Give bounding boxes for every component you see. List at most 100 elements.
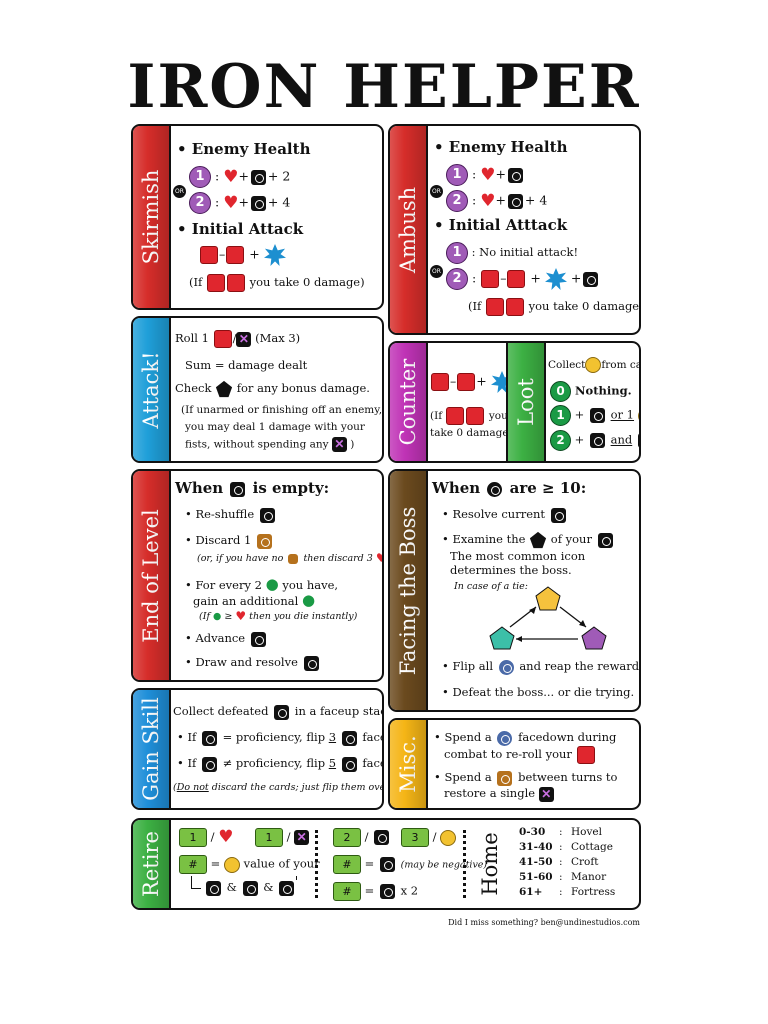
home-range: 61+ xyxy=(519,886,543,898)
home-range: 51-60 xyxy=(519,871,553,883)
sep: : xyxy=(559,841,563,853)
slash: / xyxy=(364,829,369,844)
coin-icon xyxy=(585,357,602,373)
attack-tab-label: Attack! xyxy=(139,350,163,429)
die-icon xyxy=(206,274,225,292)
skirmish-card: Skirmish • Enemy Health OR 1 : ♥++ 2 2 :… xyxy=(131,124,384,310)
spend-text: • Spend a xyxy=(434,770,492,784)
gte-text: ≥ xyxy=(224,611,233,622)
skirmish-opt1-plus: + 2 xyxy=(267,168,291,184)
when-text: When xyxy=(432,479,481,497)
misc-tab-label: Misc. xyxy=(396,735,420,793)
if-text: (If xyxy=(189,275,203,289)
card-icon xyxy=(379,884,395,899)
you-text: you xyxy=(488,410,508,422)
coin-icon xyxy=(440,829,457,846)
hash-box: # xyxy=(179,855,207,874)
food-icon xyxy=(288,553,299,564)
colon: : xyxy=(471,270,477,286)
paren: ( xyxy=(173,782,177,793)
is-empty-text: is empty: xyxy=(252,479,330,497)
option-1-circle: 1 xyxy=(189,166,211,188)
retire-home-card: Retire 1 / ♥ 1 / ✕ # = value of your & &… xyxy=(131,818,641,910)
amp: & xyxy=(263,880,274,894)
discard-note: discard the cards; just flip them over.) xyxy=(211,782,384,793)
defense-die-icon xyxy=(457,373,476,391)
and-text: and xyxy=(610,432,633,447)
option-2-circle: 2 xyxy=(189,192,211,214)
discard-text: • Discard 1 xyxy=(185,533,252,547)
home-range: 31-40 xyxy=(519,841,553,853)
home-name: Croft xyxy=(571,856,599,868)
collect-rest: in a faceup stack xyxy=(294,704,384,718)
x-icon: ✕ xyxy=(331,437,347,452)
between-turns-text: between turns to xyxy=(518,770,618,784)
x-icon: ✕ xyxy=(294,830,310,845)
skirmish-opt2-plus: + 4 xyxy=(267,194,291,210)
every-rest: you have, xyxy=(282,578,339,592)
tie-text: In case of a tie: xyxy=(454,581,529,592)
home-row: 0-30:Hovel xyxy=(519,826,629,841)
boss-tab: Facing the Boss xyxy=(390,471,428,710)
score-3-box: 3 xyxy=(401,828,429,847)
pentagon-icon xyxy=(530,531,547,549)
facedown-during-text: facedown during xyxy=(518,730,617,744)
attack-die-icon xyxy=(431,373,449,391)
card-icon xyxy=(507,193,523,209)
discard-note-2: then discard 3 xyxy=(303,553,373,564)
loot-0-circle: 0 xyxy=(550,381,571,402)
not-equal-proficiency-text: ≠ proficiency, flip xyxy=(222,756,326,770)
roll-text: Roll 1 xyxy=(175,331,209,345)
home-table: 0-30:Hovel 31-40:Cottage 41-50:Croft 51-… xyxy=(519,826,629,901)
collect-rest: from card; xyxy=(601,359,641,371)
gain-skill-card: Gain Skill Collect defeated in a faceup … xyxy=(131,688,384,810)
value-of-your-text: value of your xyxy=(243,856,320,871)
option-2-circle: 2 xyxy=(446,268,468,290)
burst-icon xyxy=(490,371,513,393)
die-icon xyxy=(446,407,465,425)
counter-tab: Counter xyxy=(390,343,428,461)
gte-ten-text: are ≥ 10: xyxy=(509,479,587,497)
deck-icon xyxy=(230,481,246,497)
attack-tab: Attack! xyxy=(133,318,171,461)
home-row: 51-60:Manor xyxy=(519,871,629,886)
die-icon xyxy=(213,330,232,348)
retire-tab: Retire xyxy=(133,820,171,908)
ambush-opt2-plus: + 4 xyxy=(524,192,548,208)
misc-tab: Misc. xyxy=(390,720,428,808)
no-initial-attack: : No initial attack! xyxy=(471,245,579,259)
food-icon xyxy=(257,533,273,549)
ambush-card: Ambush • Enemy Health OR 1 : ♥+ 2 : ♥++ … xyxy=(388,124,641,335)
loot-2-circle: 2 xyxy=(550,430,571,451)
end-level-tab-label: End of Level xyxy=(139,508,163,643)
home-name: Manor xyxy=(571,871,607,883)
skirmish-enemy-health: • Enemy Health xyxy=(177,140,311,158)
attack-die-icon xyxy=(200,246,218,264)
flip-count-5: 5 xyxy=(328,756,337,770)
amp: & xyxy=(226,880,237,894)
colon: : xyxy=(471,166,477,182)
chest-icon xyxy=(589,433,605,448)
or-badge: OR xyxy=(430,185,443,198)
flip-count-3: 3 xyxy=(328,730,337,744)
die-icon xyxy=(226,274,245,292)
deck-icon xyxy=(379,857,395,872)
resolve-text: • Resolve current xyxy=(442,507,546,521)
die-icon xyxy=(505,298,524,316)
die-icon xyxy=(576,746,595,764)
if-rest: you take 0 damage) xyxy=(249,275,365,289)
home-row: 31-40:Cottage xyxy=(519,841,629,856)
facedown-text: facedown xyxy=(362,756,382,770)
weapon-icon xyxy=(201,756,217,772)
unarmed-line-3: fists, without spending any xyxy=(185,438,329,451)
equals: = xyxy=(364,856,375,871)
die-note-3: then you die instantly) xyxy=(249,611,358,622)
option-2-circle: 2 xyxy=(446,190,468,212)
event-icon xyxy=(550,507,566,523)
x-icon: ✕ xyxy=(538,786,554,802)
examine-rest: of your xyxy=(550,532,592,546)
card-icon xyxy=(507,167,523,183)
ambush-initial-attack: • Initial Atttack xyxy=(434,216,568,234)
counter-loot-card: Counter –+ (If you take 0 damage) Loot C… xyxy=(388,341,641,463)
end-of-level-card: End of Level When is empty: • Re-shuffle… xyxy=(131,469,384,682)
